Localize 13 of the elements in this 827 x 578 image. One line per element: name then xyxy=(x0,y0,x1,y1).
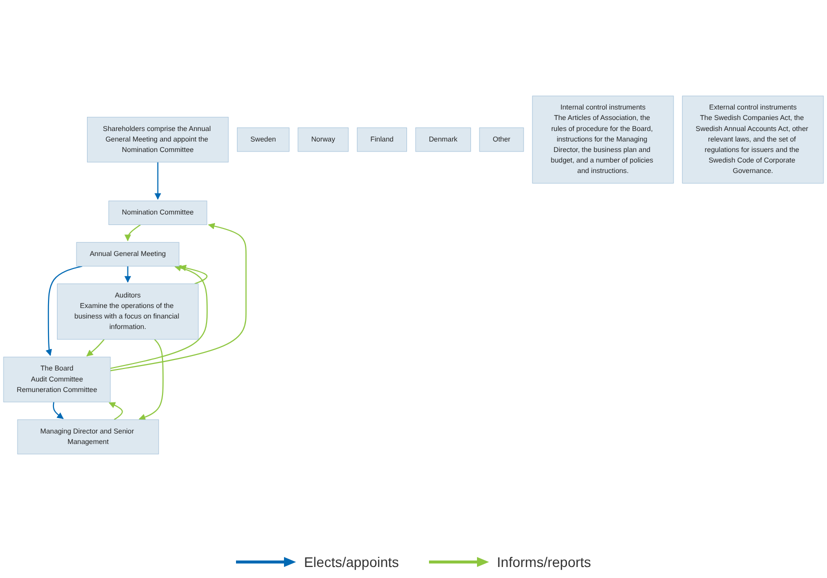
arrow xyxy=(86,339,105,356)
arrow xyxy=(110,264,208,369)
arrow xyxy=(124,224,141,242)
arrow xyxy=(138,339,164,420)
arrow xyxy=(52,402,64,420)
legend-label: Informs/reports xyxy=(496,554,592,570)
legend-label: Elects/appoints xyxy=(304,554,399,570)
arrow xyxy=(180,264,208,284)
arrow xyxy=(46,266,82,356)
arrow xyxy=(108,402,123,420)
arrow xyxy=(124,266,132,283)
arrow xyxy=(154,162,162,200)
arrow xyxy=(110,222,247,372)
